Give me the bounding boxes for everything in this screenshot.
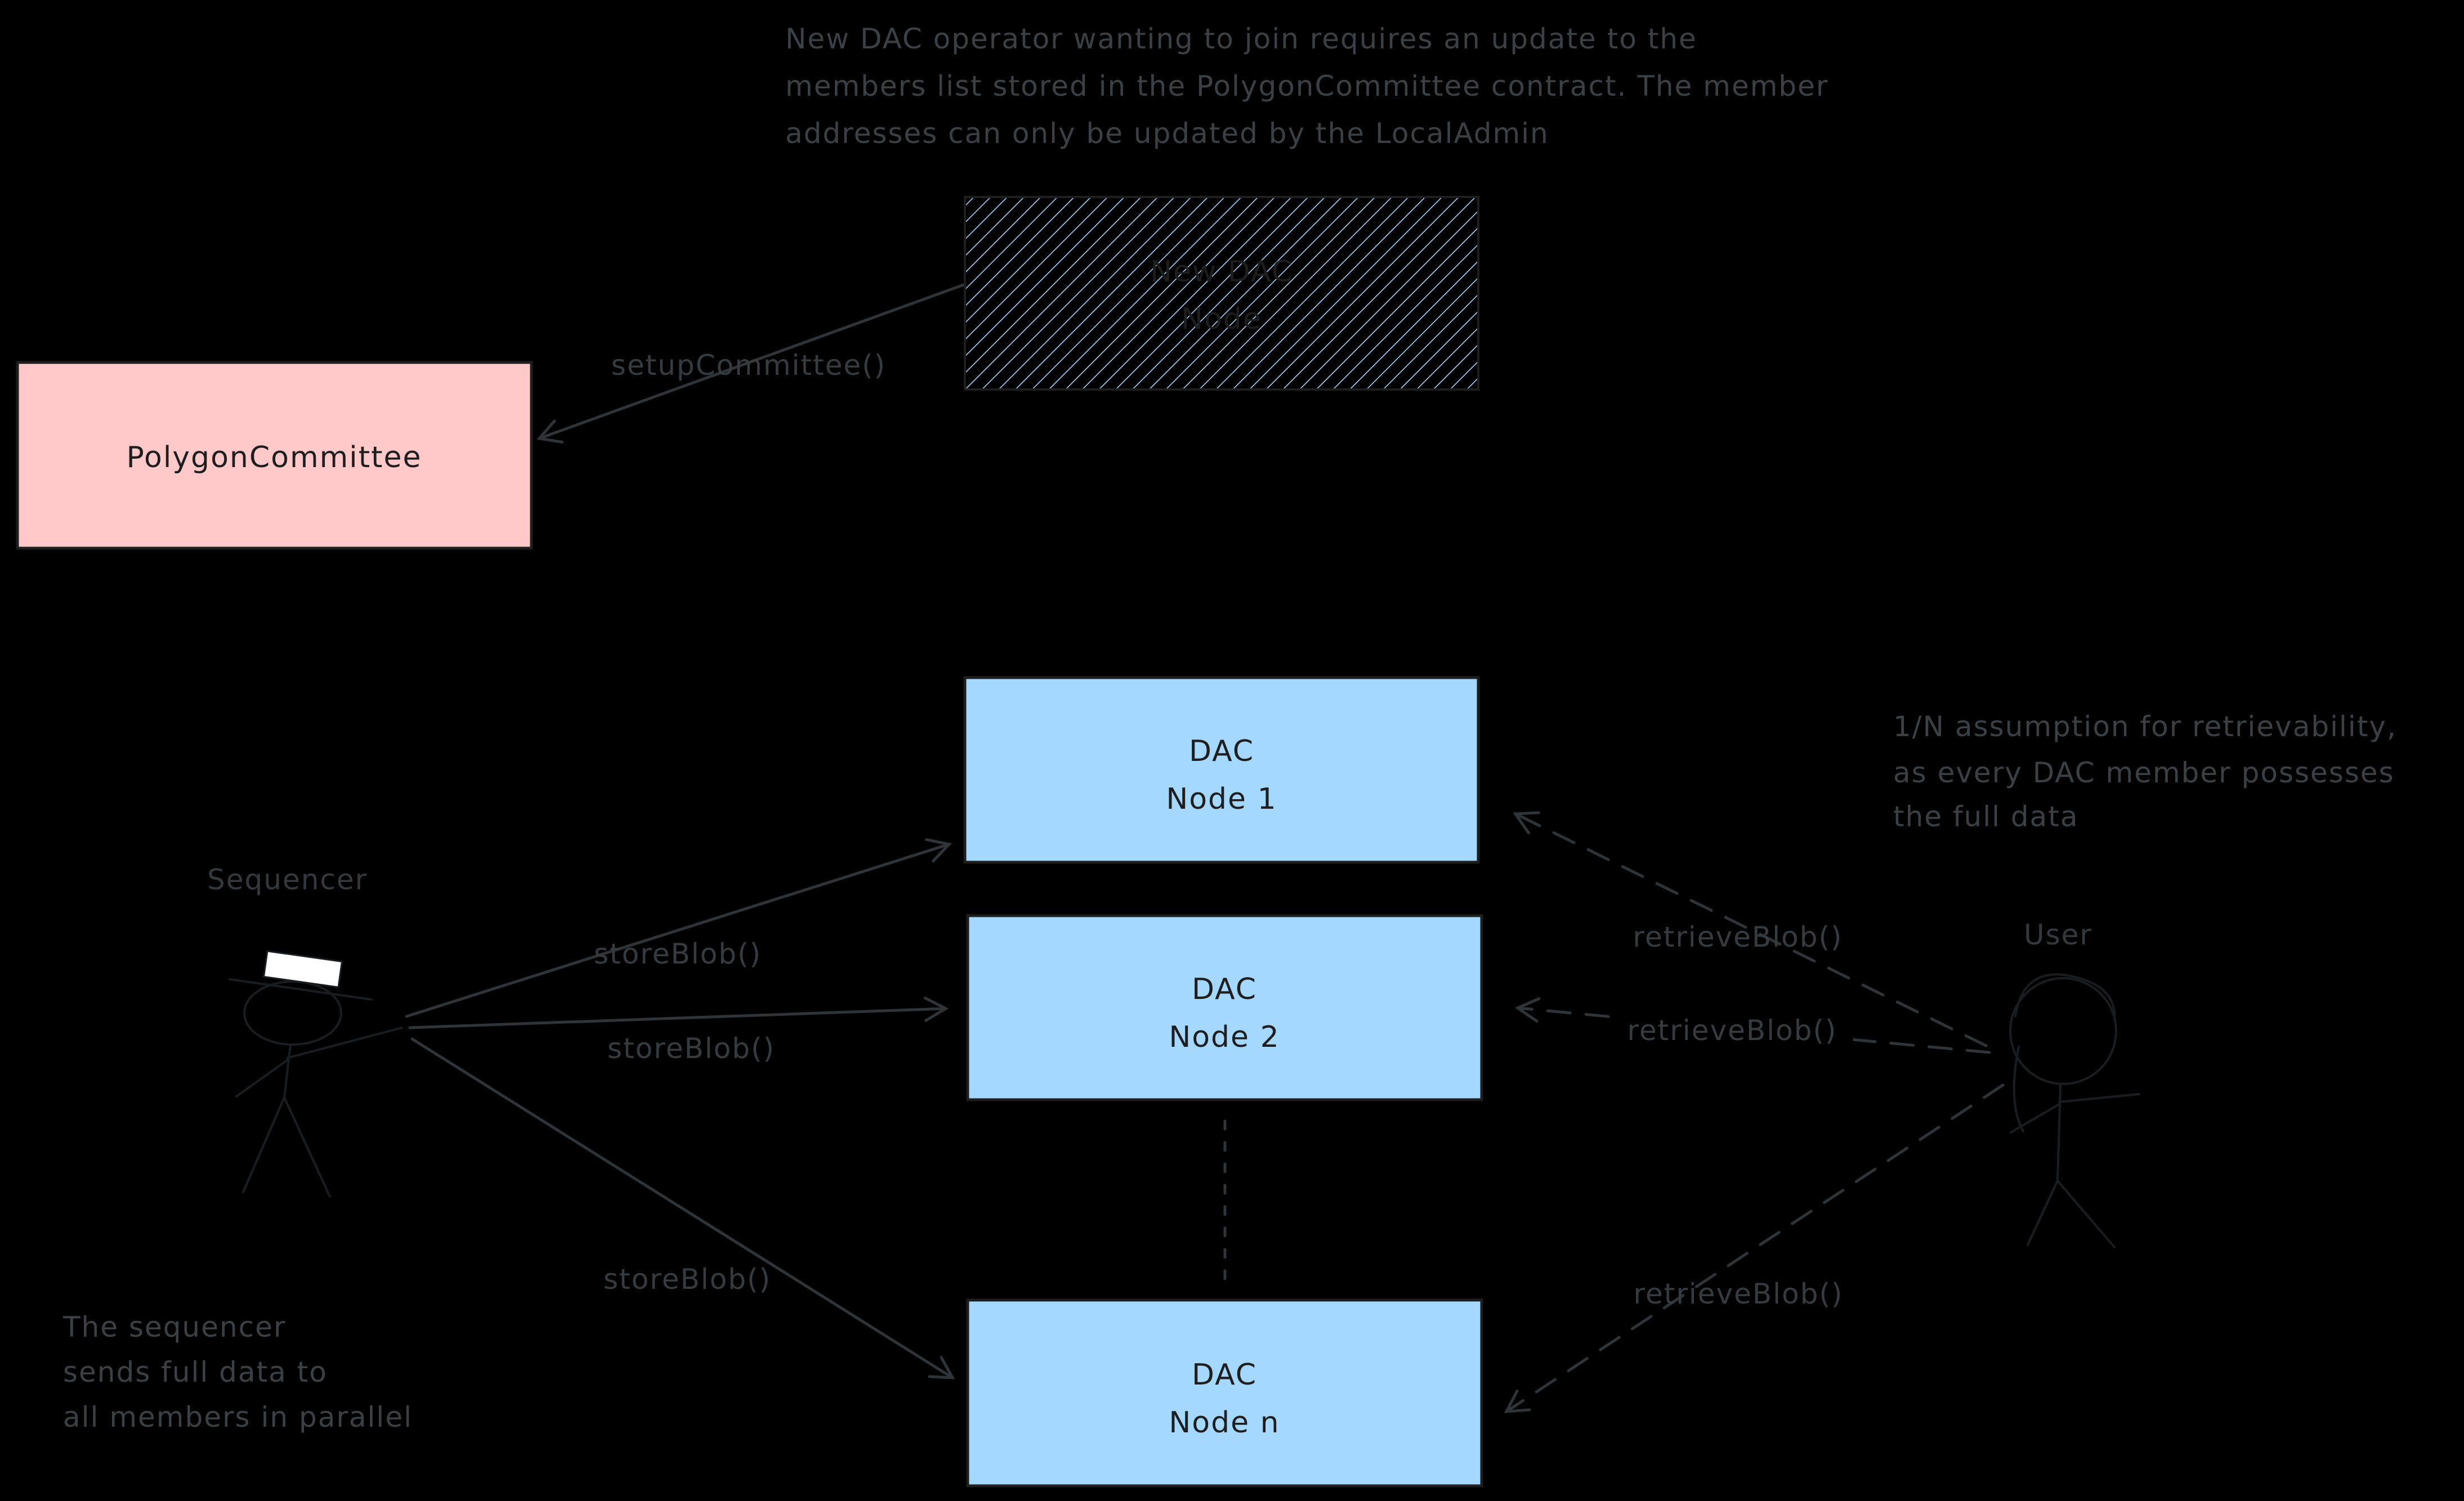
user-arm-left bbox=[2010, 1103, 2060, 1133]
note-sequencer-parallel: The sequencer sends full data to all mem… bbox=[62, 1311, 413, 1433]
dac-node-2-box-group: DAC Node 2 bbox=[966, 914, 1483, 1101]
store-blob-arrow-2 bbox=[408, 996, 949, 1029]
polygon-committee-label: PolygonCommittee bbox=[127, 441, 422, 474]
store-blob-arrow-3 bbox=[410, 1037, 955, 1379]
user-head bbox=[2009, 977, 2117, 1085]
new-dac-node-box-group: New DAC Node bbox=[964, 196, 1479, 391]
dac-node-n-box bbox=[966, 1298, 1483, 1487]
dac-node-1-box bbox=[963, 676, 1480, 864]
user-leg-right bbox=[2056, 1180, 2116, 1248]
note-retrievability-line-3: the full data bbox=[1893, 800, 2079, 833]
sequencer-head bbox=[243, 980, 342, 1046]
user-label: User bbox=[2024, 918, 2092, 951]
store-blob-label-1: storeBlob() bbox=[594, 938, 762, 970]
note-parallel-line-1: The sequencer bbox=[62, 1311, 286, 1343]
user-hair-side bbox=[2013, 1046, 2024, 1132]
dac-node-2-label-line-1: DAC bbox=[1192, 973, 1257, 1006]
dac-node-n-box-group: DAC Node n bbox=[966, 1298, 1483, 1487]
new-dac-node-label-line-2: Node bbox=[1181, 302, 1262, 336]
retrieve-blob-label-1: retrieveBlob() bbox=[1633, 921, 1843, 953]
sequencer-leg-right bbox=[283, 1096, 331, 1198]
sequencer-arm-left bbox=[235, 1059, 288, 1097]
user-hair bbox=[2014, 973, 2116, 1021]
sequencer-hat-icon bbox=[262, 950, 343, 988]
new-dac-node-label-line-1: New DAC bbox=[1150, 255, 1293, 289]
user-arm-right bbox=[2058, 1093, 2140, 1103]
note-retrievability: 1/N assumption for retrievability, as ev… bbox=[1893, 710, 2397, 833]
retrieve-blob-label-2-backdrop bbox=[1611, 1010, 1853, 1055]
retrieve-blob-arrow-1 bbox=[1513, 811, 1988, 1047]
dac-node-2-label-line-2: Node 2 bbox=[1169, 1020, 1280, 1054]
setup-committee-label: setupCommittee() bbox=[611, 349, 886, 382]
retrieve-blob-label-3: retrieveBlob() bbox=[1634, 1278, 1844, 1310]
dac-node-2-box bbox=[966, 914, 1483, 1101]
new-dac-node-box bbox=[964, 196, 1479, 391]
note-retrievability-line-1: 1/N assumption for retrievability, bbox=[1893, 710, 2397, 743]
setup-committee-arrow bbox=[536, 283, 965, 444]
user-body bbox=[2056, 1083, 2061, 1182]
sequencer-arm-right bbox=[286, 1027, 403, 1059]
store-blob-arrow-1 bbox=[405, 838, 952, 1018]
dac-node-n-label-line-1: DAC bbox=[1192, 1358, 1257, 1392]
polygon-committee-box bbox=[16, 361, 533, 550]
sequencer-label: Sequencer bbox=[207, 863, 368, 896]
note-admin-line-2: members list stored in the PolygonCommit… bbox=[785, 70, 1829, 102]
note-admin-line-3: addresses can only be updated by the Loc… bbox=[785, 117, 1549, 150]
sequencer-body bbox=[283, 1043, 292, 1099]
retrieve-blob-arrow-3 bbox=[1504, 1083, 2005, 1413]
dac-node-1-label-line-1: DAC bbox=[1189, 734, 1254, 768]
note-retrievability-line-2: as every DAC member possesses bbox=[1893, 756, 2395, 789]
sequencer-figure-icon bbox=[229, 950, 403, 1198]
store-blob-label-3: storeBlob() bbox=[603, 1263, 771, 1296]
sequencer-hat-brim bbox=[229, 978, 373, 1001]
dac-node-1-box-group: DAC Node 1 bbox=[963, 676, 1480, 864]
dac-node-n-label-line-2: Node n bbox=[1169, 1406, 1280, 1440]
user-figure-icon bbox=[2009, 973, 2140, 1248]
note-new-dac-operator: New DAC operator wanting to join require… bbox=[785, 23, 1829, 150]
note-parallel-line-3: all members in parallel bbox=[63, 1401, 413, 1433]
note-parallel-line-2: sends full data to bbox=[63, 1356, 328, 1388]
store-blob-label-2: storeBlob() bbox=[607, 1032, 775, 1065]
note-admin-line-1: New DAC operator wanting to join require… bbox=[785, 23, 1697, 55]
sequencer-leg-left bbox=[242, 1096, 285, 1193]
retrieve-blob-label-2: retrieveBlob() bbox=[1627, 1014, 1837, 1047]
polygon-committee-box-group: PolygonCommittee bbox=[16, 361, 533, 550]
user-leg-left bbox=[2027, 1180, 2059, 1246]
dac-node-1-label-line-2: Node 1 bbox=[1166, 782, 1277, 816]
